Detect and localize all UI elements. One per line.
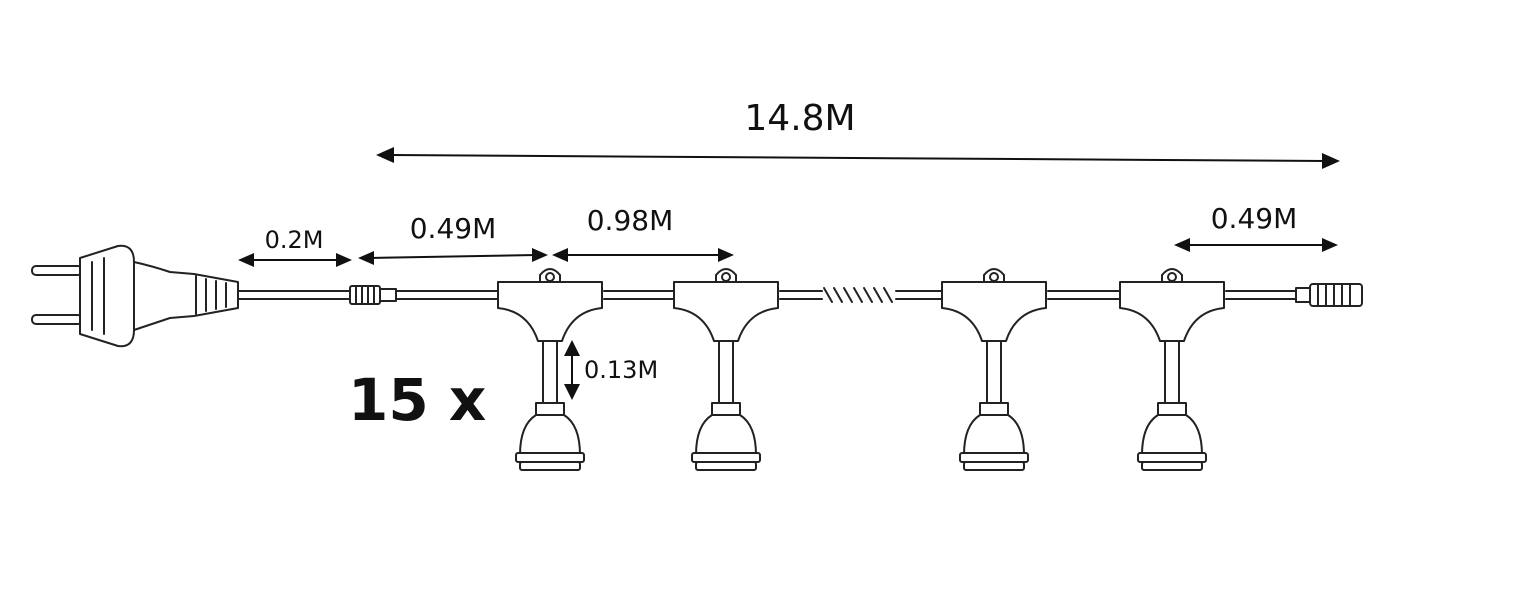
socket-2 [673, 268, 779, 471]
cable-break [823, 287, 893, 303]
cable [237, 283, 1363, 307]
dimension-total [376, 147, 1340, 169]
label-last-spacing: 0.49M [1211, 202, 1298, 235]
label-drop-length: 0.13M [584, 356, 658, 384]
label-socket-count: 15 x [348, 366, 486, 434]
label-plug-cable: 0.2M [265, 226, 324, 254]
label-socket-spacing: 0.98M [587, 204, 674, 237]
dimension-socket-spacing [552, 248, 734, 262]
dimension-drop [564, 340, 580, 400]
socket-3 [941, 268, 1047, 471]
socket-4 [1119, 268, 1225, 471]
plug [31, 244, 239, 348]
dimension-plug-cable [238, 253, 352, 267]
dimension-last-spacing [1174, 238, 1338, 252]
label-total-length: 14.8M [744, 98, 855, 139]
dimension-first-spacing [358, 248, 548, 265]
label-first-spacing: 0.49M [410, 212, 497, 245]
